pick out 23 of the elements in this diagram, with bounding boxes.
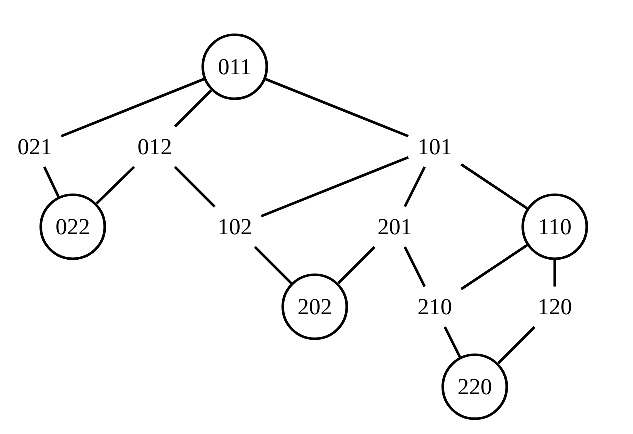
connector-line	[460, 164, 528, 210]
connector-line	[265, 78, 410, 138]
state-label: 210	[418, 299, 452, 315]
connector-line	[174, 166, 216, 208]
connector-line	[60, 78, 205, 138]
connector-line	[260, 156, 410, 218]
connector-line	[404, 246, 426, 288]
state-label: 201	[378, 219, 411, 235]
connector-line	[43, 166, 60, 198]
state-label: 012	[138, 139, 171, 155]
connector-line	[444, 326, 462, 358]
state-label: 102	[220, 219, 251, 235]
state-label: 101	[420, 139, 451, 155]
connector-line	[174, 90, 212, 128]
connector-line	[404, 166, 426, 208]
state-label: 120	[540, 299, 572, 315]
connector-line	[338, 246, 376, 284]
state-label: 021	[18, 139, 51, 155]
connector-line	[554, 260, 556, 287]
connector-line	[254, 246, 292, 284]
connector-line	[460, 244, 528, 290]
connector-line	[498, 326, 536, 364]
connector-line	[96, 166, 136, 205]
